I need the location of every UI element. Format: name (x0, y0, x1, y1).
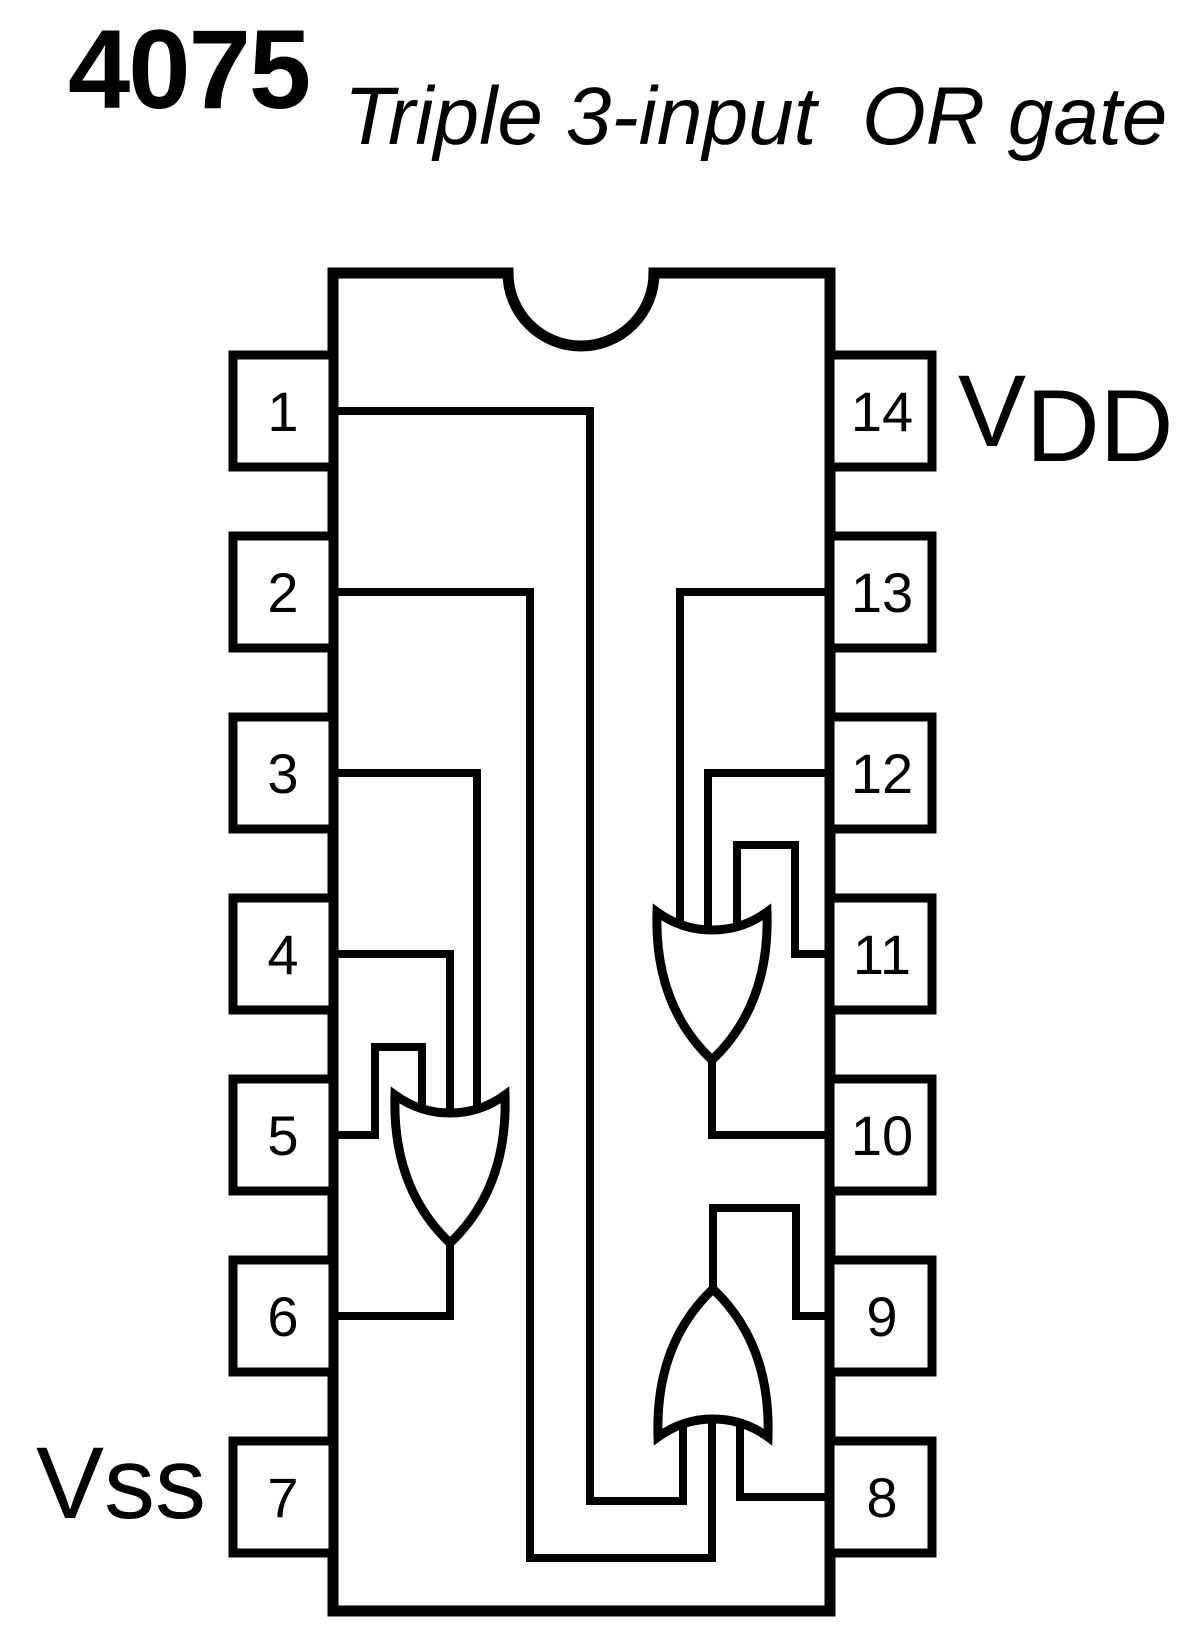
vdd-base: V (958, 354, 1027, 468)
wire-pin11-to-gate2 (733, 841, 830, 958)
wire-pin5-to-gate1 (333, 1043, 426, 1139)
or-gate-2-shape (652, 903, 772, 1067)
pin-box-6 (228, 1255, 338, 1377)
wire-pin8-to-gate3 (736, 1426, 830, 1501)
pin-13-label: 13 (850, 560, 914, 624)
pin-1-label: 1 (267, 379, 299, 443)
pin-box-11 (825, 893, 937, 1015)
pin-8-label: 8 (866, 1465, 898, 1529)
pin-11-label: 11 (852, 922, 912, 986)
wire-gate1-output-to-pin6 (333, 1240, 454, 1320)
wire-pin13-to-gate2 (676, 588, 830, 930)
pin-box-12 (825, 712, 937, 834)
pin-7-label: 7 (267, 1465, 299, 1529)
pin-4-label: 4 (267, 922, 299, 986)
pin-9-label: 9 (866, 1284, 898, 1348)
pin-2-label: 2 (267, 560, 299, 624)
pin-box-7 (228, 1436, 338, 1558)
pin-box-1 (228, 350, 338, 472)
vss-label: Vss (36, 1426, 207, 1540)
pin-5-label: 5 (267, 1103, 299, 1167)
pin-box-2 (228, 531, 338, 653)
vdd-label: VDD (958, 360, 1173, 477)
pin-6-label: 6 (267, 1284, 299, 1348)
wire-pin4-to-gate1 (333, 950, 454, 1125)
part-number: 4075 (68, 7, 311, 132)
pin-14-label: 14 (850, 379, 914, 443)
wire-pin1-to-gate3 (333, 407, 687, 1505)
pin-box-8 (825, 1436, 937, 1558)
wire-gate2-output-to-pin10 (708, 1058, 830, 1139)
pin-3-label: 3 (267, 741, 299, 805)
chip-subtitle: Triple 3-input OR gate (344, 71, 1168, 162)
pin-box-10 (825, 1074, 937, 1196)
pin-box-3 (228, 712, 338, 834)
vdd-subscript: DD (1026, 369, 1174, 483)
ic-body-outline (327, 267, 836, 1617)
pin-box-5 (228, 1074, 338, 1196)
pin-box-4 (228, 893, 338, 1015)
wire-gate3-output-to-pin9 (709, 1204, 830, 1320)
pin-10-label: 10 (850, 1103, 914, 1167)
pin-box-13 (825, 531, 937, 653)
or-gate-3-shape (653, 1282, 773, 1446)
wire-pin2-to-gate3 (333, 588, 716, 1562)
pin-box-9 (825, 1255, 937, 1377)
or-gate-1-shape (390, 1086, 510, 1250)
wire-pin12-to-gate2 (704, 769, 830, 942)
wire-pin3-to-gate1 (333, 769, 481, 1118)
pin-box-14 (825, 350, 937, 472)
pin-12-label: 12 (850, 741, 914, 805)
